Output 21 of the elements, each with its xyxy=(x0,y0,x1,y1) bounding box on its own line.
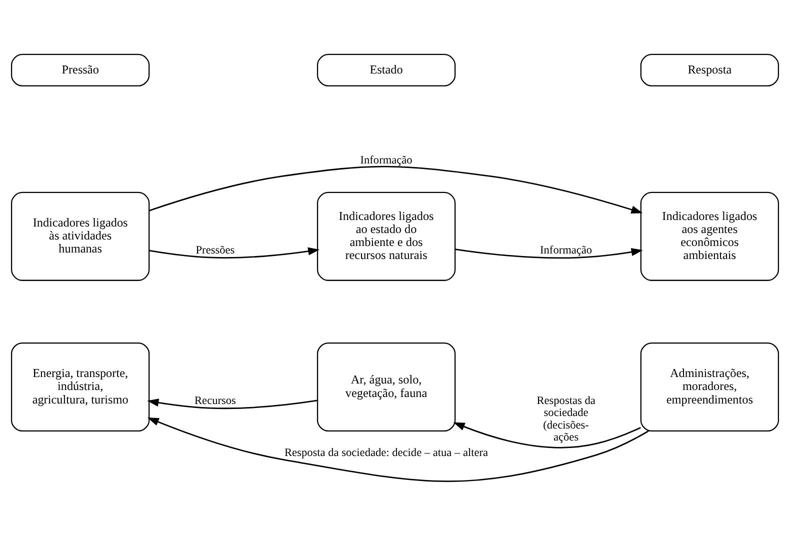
edge-label: Informação xyxy=(360,154,412,167)
edge-label: Recursos xyxy=(194,394,236,407)
node-box: Pressão xyxy=(10,54,150,86)
arrow xyxy=(455,248,643,259)
arrow xyxy=(149,247,320,258)
node-box: Ar, água, solo, vegetação, fauna xyxy=(316,342,456,432)
edge-label: Pressões xyxy=(196,244,235,256)
node-box: Resposta xyxy=(640,54,780,86)
node-box: Indicadores ligados aos agentes econômicos ambientais xyxy=(640,192,780,281)
edge-label: Informação xyxy=(540,244,592,256)
edge-label: Respostas da sociedade (decisões- ações xyxy=(536,394,596,444)
node-box: Indicadores ligados às atividades humanas xyxy=(10,192,150,281)
edge-label: Resposta da sociedade: decide – atua – altera xyxy=(284,447,488,460)
arrow xyxy=(147,398,318,410)
node-box: Energia, transporte, indústria, agricultura, turismo xyxy=(10,342,150,432)
arrow xyxy=(147,417,649,482)
node-box: Indicadores ligados ao estado do ambiente e dos recursos naturais xyxy=(316,192,456,281)
arrow xyxy=(148,166,643,214)
node-box: Administrações, moradores, empreendimentos xyxy=(640,342,780,432)
arrow xyxy=(453,422,641,448)
node-box: Estado xyxy=(316,54,456,86)
